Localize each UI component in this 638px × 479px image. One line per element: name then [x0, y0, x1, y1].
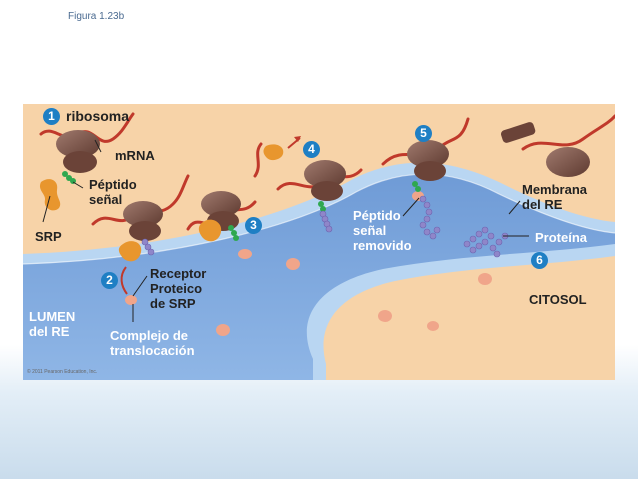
- figure-caption: Figura 1.23b: [68, 11, 125, 22]
- step-badge-4: 4: [303, 141, 320, 158]
- step-badge-2: 2: [101, 272, 118, 289]
- label-srp: SRP: [35, 229, 62, 244]
- label-citosol: CITOSOL: [529, 292, 587, 307]
- label-lumen: LUMEN del RE: [29, 309, 76, 339]
- label-peptido-senal: Péptido señal: [89, 177, 137, 207]
- polypeptide-chains: [141, 195, 509, 258]
- step-badge-1: 1: [43, 108, 60, 125]
- ribosomes: [56, 122, 590, 241]
- step-badge-6: 6: [531, 252, 548, 269]
- leader-lines: [42, 139, 529, 322]
- label-mrna: mRNA: [115, 148, 155, 163]
- srp-receptors: [125, 191, 492, 336]
- label-complejo-translocacion: Complejo de translocación: [110, 328, 195, 358]
- step-badge-5: 5: [415, 125, 432, 142]
- srp-particles: [39, 144, 284, 262]
- label-ribosoma: ribosoma: [66, 108, 130, 124]
- label-proteina: Proteína: [535, 230, 588, 245]
- diagram-panel: 1 2 3 4 5 6 ribosoma mRNA Péptido señal …: [23, 104, 615, 380]
- step-badge-3: 3: [245, 217, 262, 234]
- label-peptido-removido: Péptido señal removido: [353, 208, 412, 253]
- copyright-notice: © 2011 Pearson Education, Inc.: [27, 369, 98, 375]
- label-receptor-srp: Receptor Proteico de SRP: [150, 266, 207, 311]
- cytosol-fold-region: [323, 256, 615, 380]
- label-membrana-re: Membrana del RE: [522, 182, 588, 212]
